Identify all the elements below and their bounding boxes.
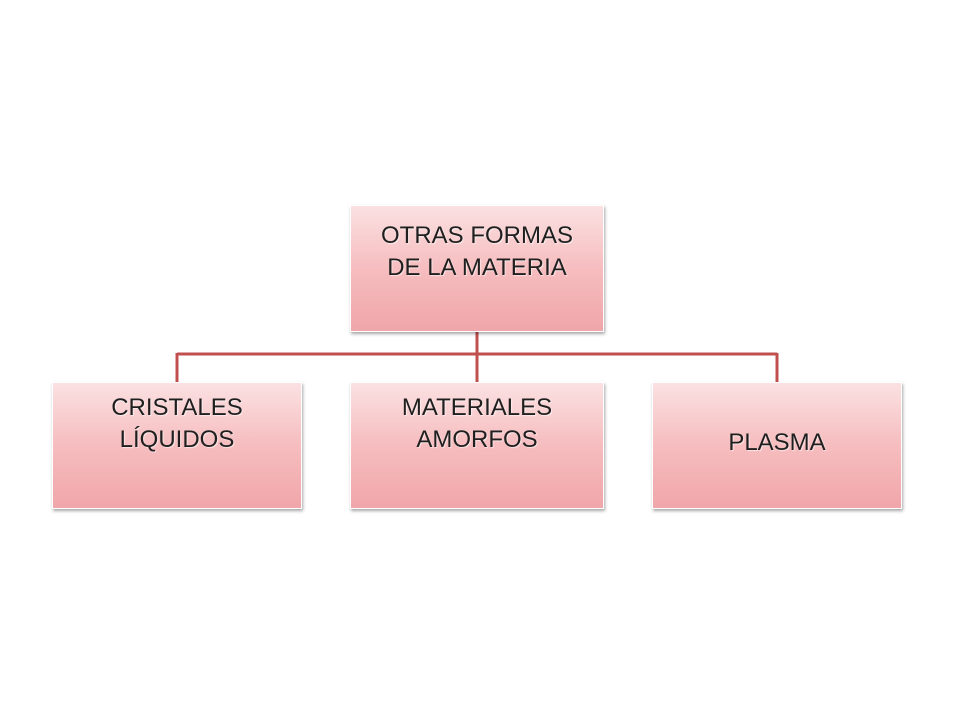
child-node-label: MATERIALES AMORFOS	[401, 394, 553, 453]
child-node-cristales-liquidos: CRISTALES LÍQUIDOS	[52, 382, 302, 509]
child-node-materiales-amorfos: MATERIALES AMORFOS	[350, 382, 604, 509]
child-node-label: PLASMA	[728, 429, 826, 456]
child-node-plasma: PLASMA	[652, 382, 902, 509]
child-node-label: CRISTALES LÍQUIDOS	[111, 394, 243, 453]
root-node: OTRAS FORMAS DE LA MATERIA	[350, 205, 604, 332]
root-node-label: OTRAS FORMAS DE LA MATERIA	[380, 222, 573, 281]
